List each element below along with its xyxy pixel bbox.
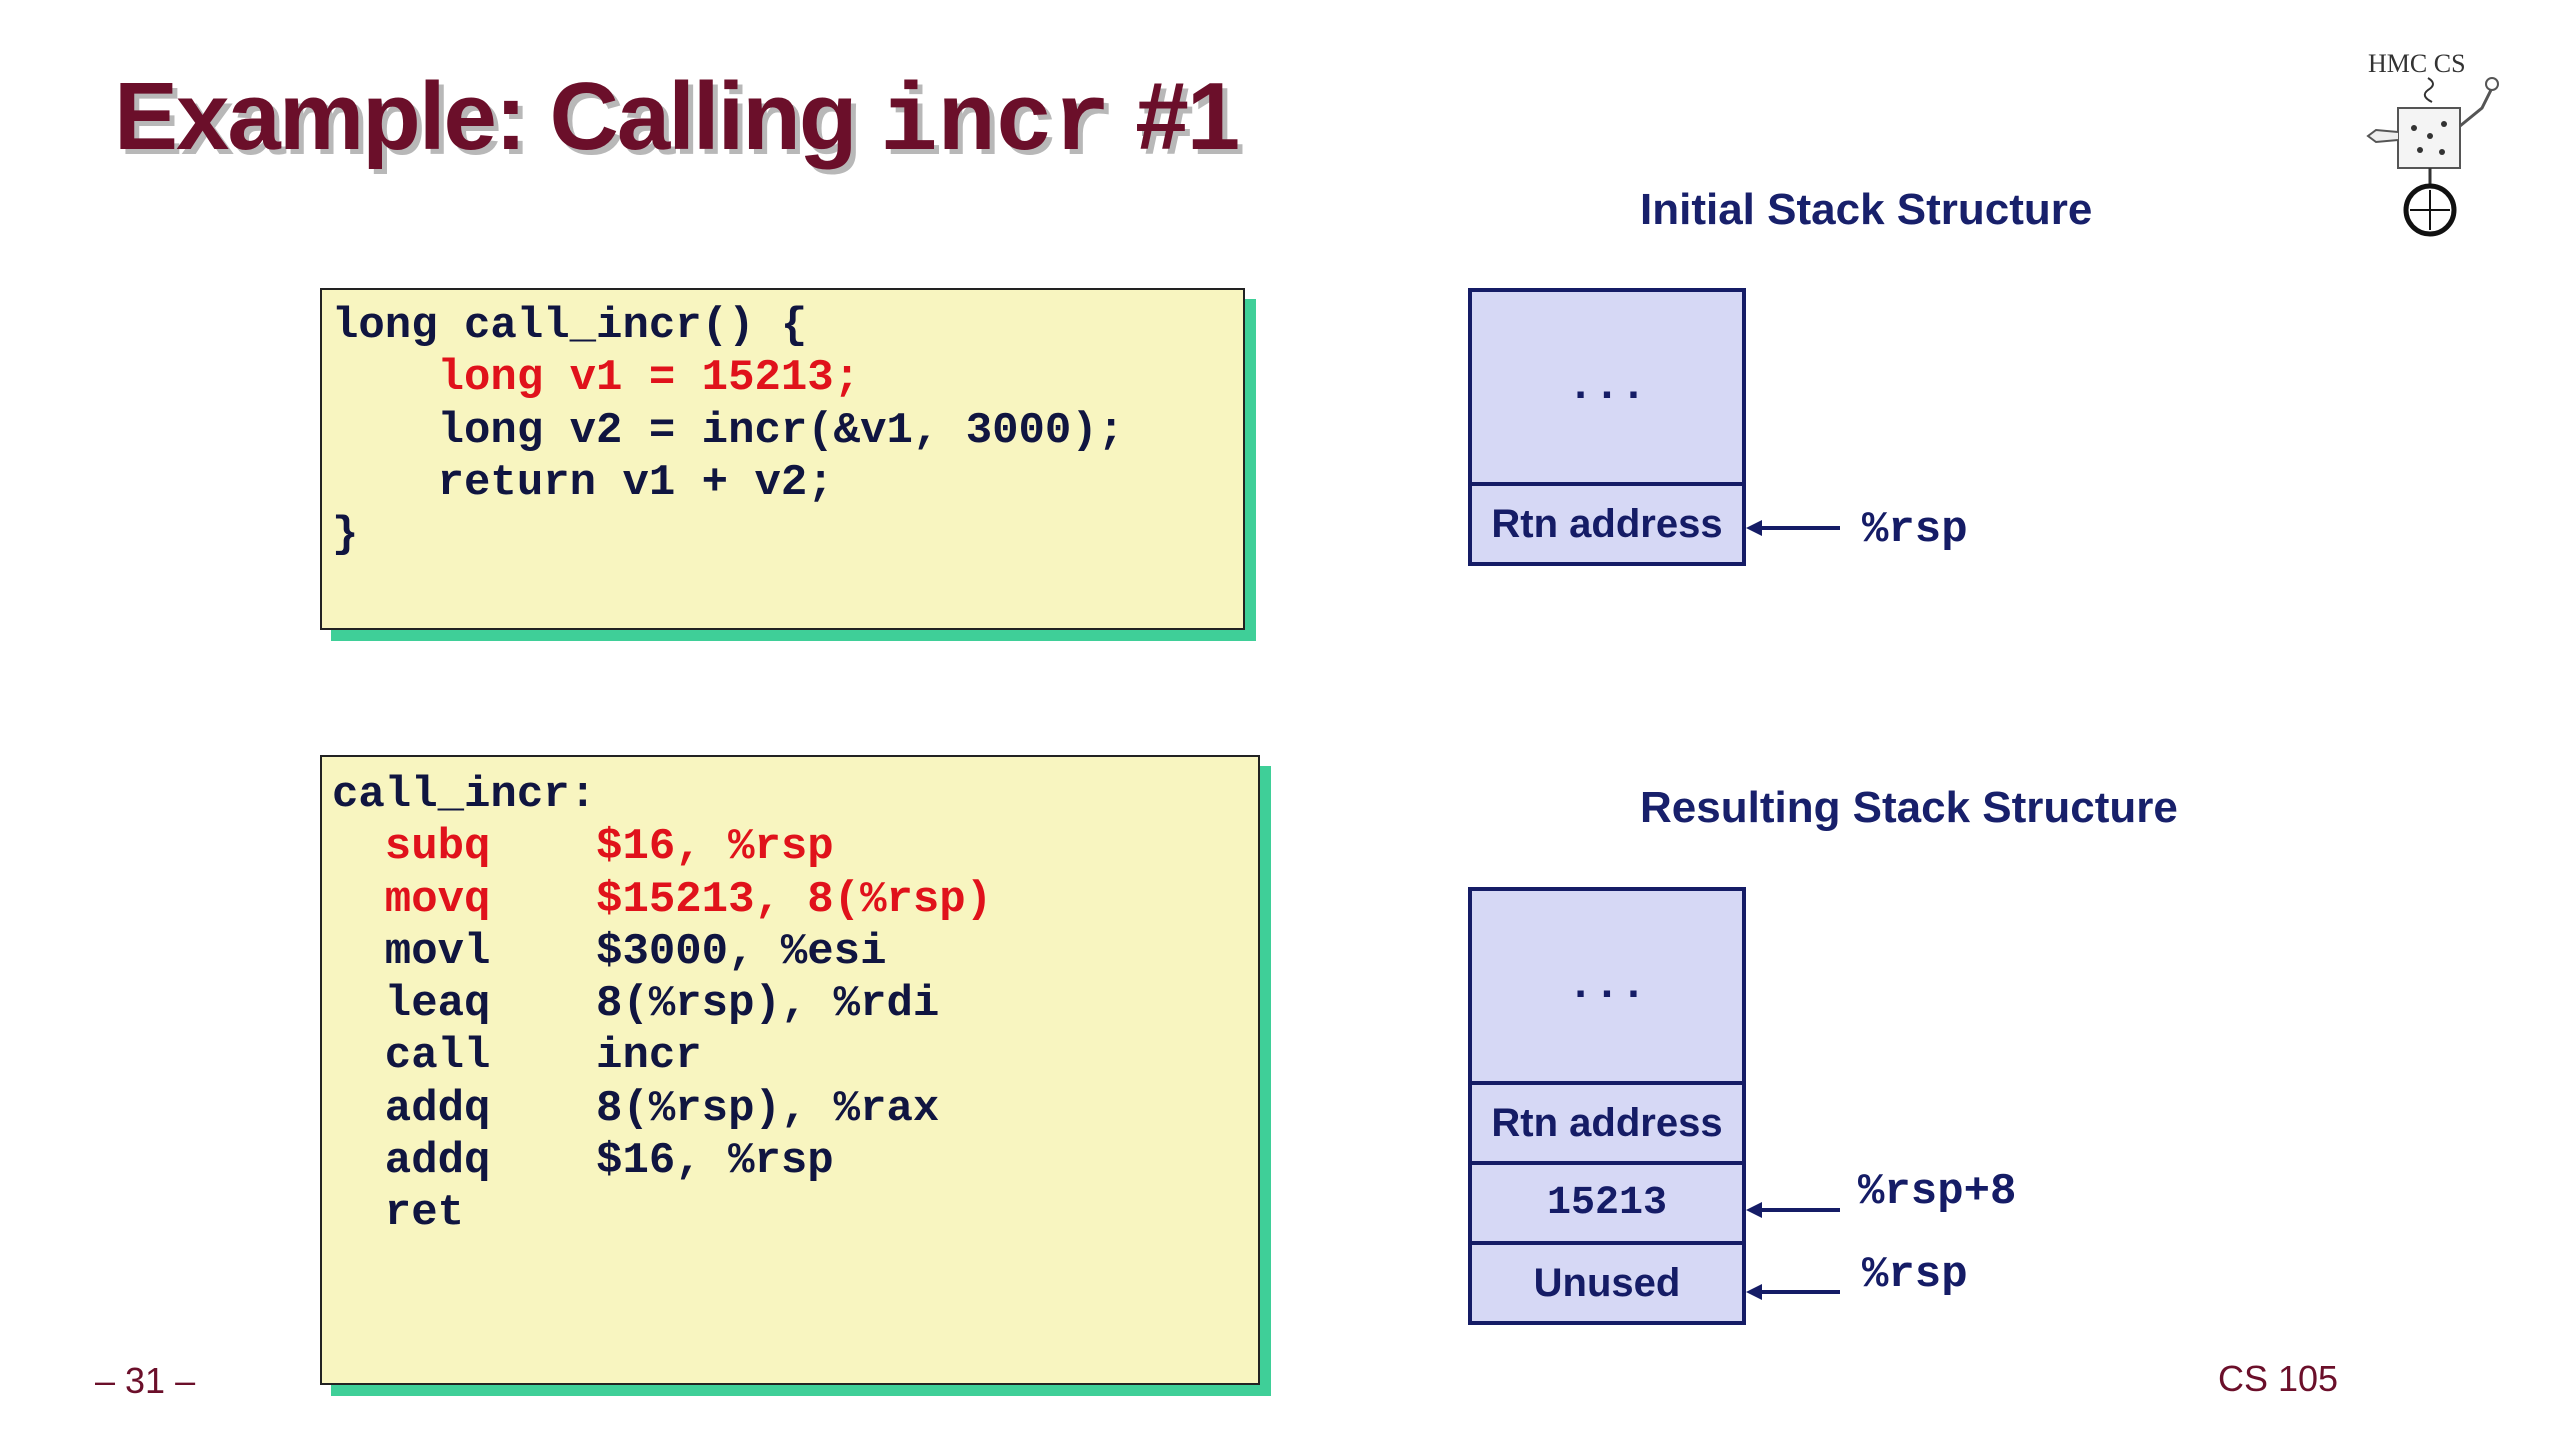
logo-text: HMC CS	[2368, 49, 2466, 78]
slide-title: Example: Calling incr #1	[114, 62, 1240, 178]
code-line: long call_incr() {	[332, 301, 808, 351]
code-line: }	[332, 510, 359, 561]
title-suffix: #1	[1110, 63, 1240, 170]
code-line: long v2 = incr(&v1, 3000);	[332, 405, 1125, 456]
assembly-code: call_incr: subq $16, %rsp movq $15213, 8…	[322, 757, 1258, 1240]
rsp-label: %rsp	[1862, 1250, 1968, 1300]
asm-line: movl $3000, %esi	[332, 926, 887, 977]
course-label: CS 105	[2218, 1358, 2339, 1399]
hmc-cs-logo: HMC CS	[2366, 49, 2499, 237]
title-code: incr	[880, 69, 1111, 178]
asm-line: addq 8(%rsp), %rax	[332, 1083, 940, 1134]
title-prefix: Example: Calling	[114, 63, 881, 170]
rsp-plus-8-pointer-arrow	[1746, 1202, 1840, 1218]
c-source-code-box: long call_incr() { long v1 = 15213; long…	[320, 288, 1245, 630]
stack-cell-value-15213: 15213	[1468, 1161, 1746, 1245]
code-line-highlighted: long v1 = 15213;	[332, 353, 861, 404]
initial-stack-heading: Initial Stack Structure	[1640, 185, 2093, 234]
rsp-pointer-arrow	[1746, 1284, 1840, 1300]
stack-cell-ellipsis: ...	[1468, 887, 1746, 1085]
stack-cell-return-address: Rtn address	[1468, 1081, 1746, 1165]
code-line: return v1 + v2;	[332, 457, 834, 508]
rsp-pointer-arrow	[1746, 520, 1840, 536]
asm-line: call_incr:	[332, 770, 597, 820]
asm-line-highlighted: movq $15213, 8(%rsp)	[332, 874, 993, 925]
stack-cell-ellipsis: ...	[1468, 288, 1746, 486]
rsp-plus-8-label: %rsp+8	[1858, 1167, 2017, 1217]
asm-line-highlighted: subq $16, %rsp	[332, 822, 834, 873]
asm-line: leaq 8(%rsp), %rdi	[332, 979, 940, 1030]
stack-cell-return-address: Rtn address	[1468, 482, 1746, 566]
asm-line: addq $16, %rsp	[332, 1136, 834, 1187]
stack-cell-unused: Unused	[1468, 1241, 1746, 1325]
resulting-stack-heading: Resulting Stack Structure	[1640, 783, 2178, 832]
asm-line: call incr	[332, 1031, 702, 1082]
assembly-code-box: call_incr: subq $16, %rsp movq $15213, 8…	[320, 755, 1260, 1385]
rsp-label: %rsp	[1862, 505, 1968, 555]
page-number: – 31 –	[95, 1360, 196, 1401]
asm-line: ret	[332, 1188, 465, 1239]
c-source-code: long call_incr() { long v1 = 15213; long…	[322, 290, 1243, 561]
